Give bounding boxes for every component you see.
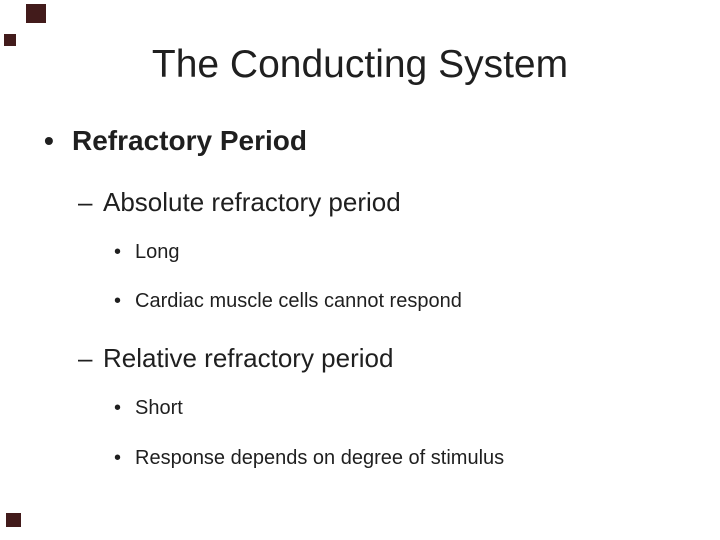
bullet-text: Cardiac muscle cells cannot respond — [135, 290, 462, 312]
bullet-icon: • — [44, 125, 54, 156]
bullet-text: Long — [135, 241, 180, 263]
bullet-item-long: • Long — [114, 240, 180, 264]
bullet-item-relative-refractory-period: –Relative refractory period — [78, 343, 393, 374]
bullet-item-cardiac-cells: • Cardiac muscle cells cannot respond — [114, 289, 462, 313]
bullet-item-absolute-refractory-period: –Absolute refractory period — [78, 187, 401, 218]
bullet-item-short: • Short — [114, 396, 183, 420]
bullet-text: Absolute refractory period — [103, 187, 401, 217]
bullet-icon: • — [114, 447, 122, 469]
dash-icon: – — [78, 343, 93, 373]
bullet-text: Short — [135, 397, 183, 419]
corner-decoration-top-small — [4, 34, 16, 46]
bullet-text: Response depends on degree of stimulus — [135, 447, 505, 469]
bullet-icon: • — [114, 290, 122, 312]
corner-decoration-bottom — [6, 513, 21, 527]
bullet-icon: • — [114, 397, 122, 419]
bullet-text: Relative refractory period — [103, 343, 394, 373]
corner-decoration-top-large — [26, 4, 46, 23]
dash-icon: – — [78, 187, 93, 217]
bullet-icon: • — [114, 241, 122, 263]
bullet-item-refractory-period: • Refractory Period — [44, 124, 307, 158]
slide-title: The Conducting System — [151, 43, 569, 86]
bullet-text: Refractory Period — [72, 125, 307, 156]
bullet-item-response-stimulus: • Response depends on degree of stimulus — [114, 446, 504, 470]
